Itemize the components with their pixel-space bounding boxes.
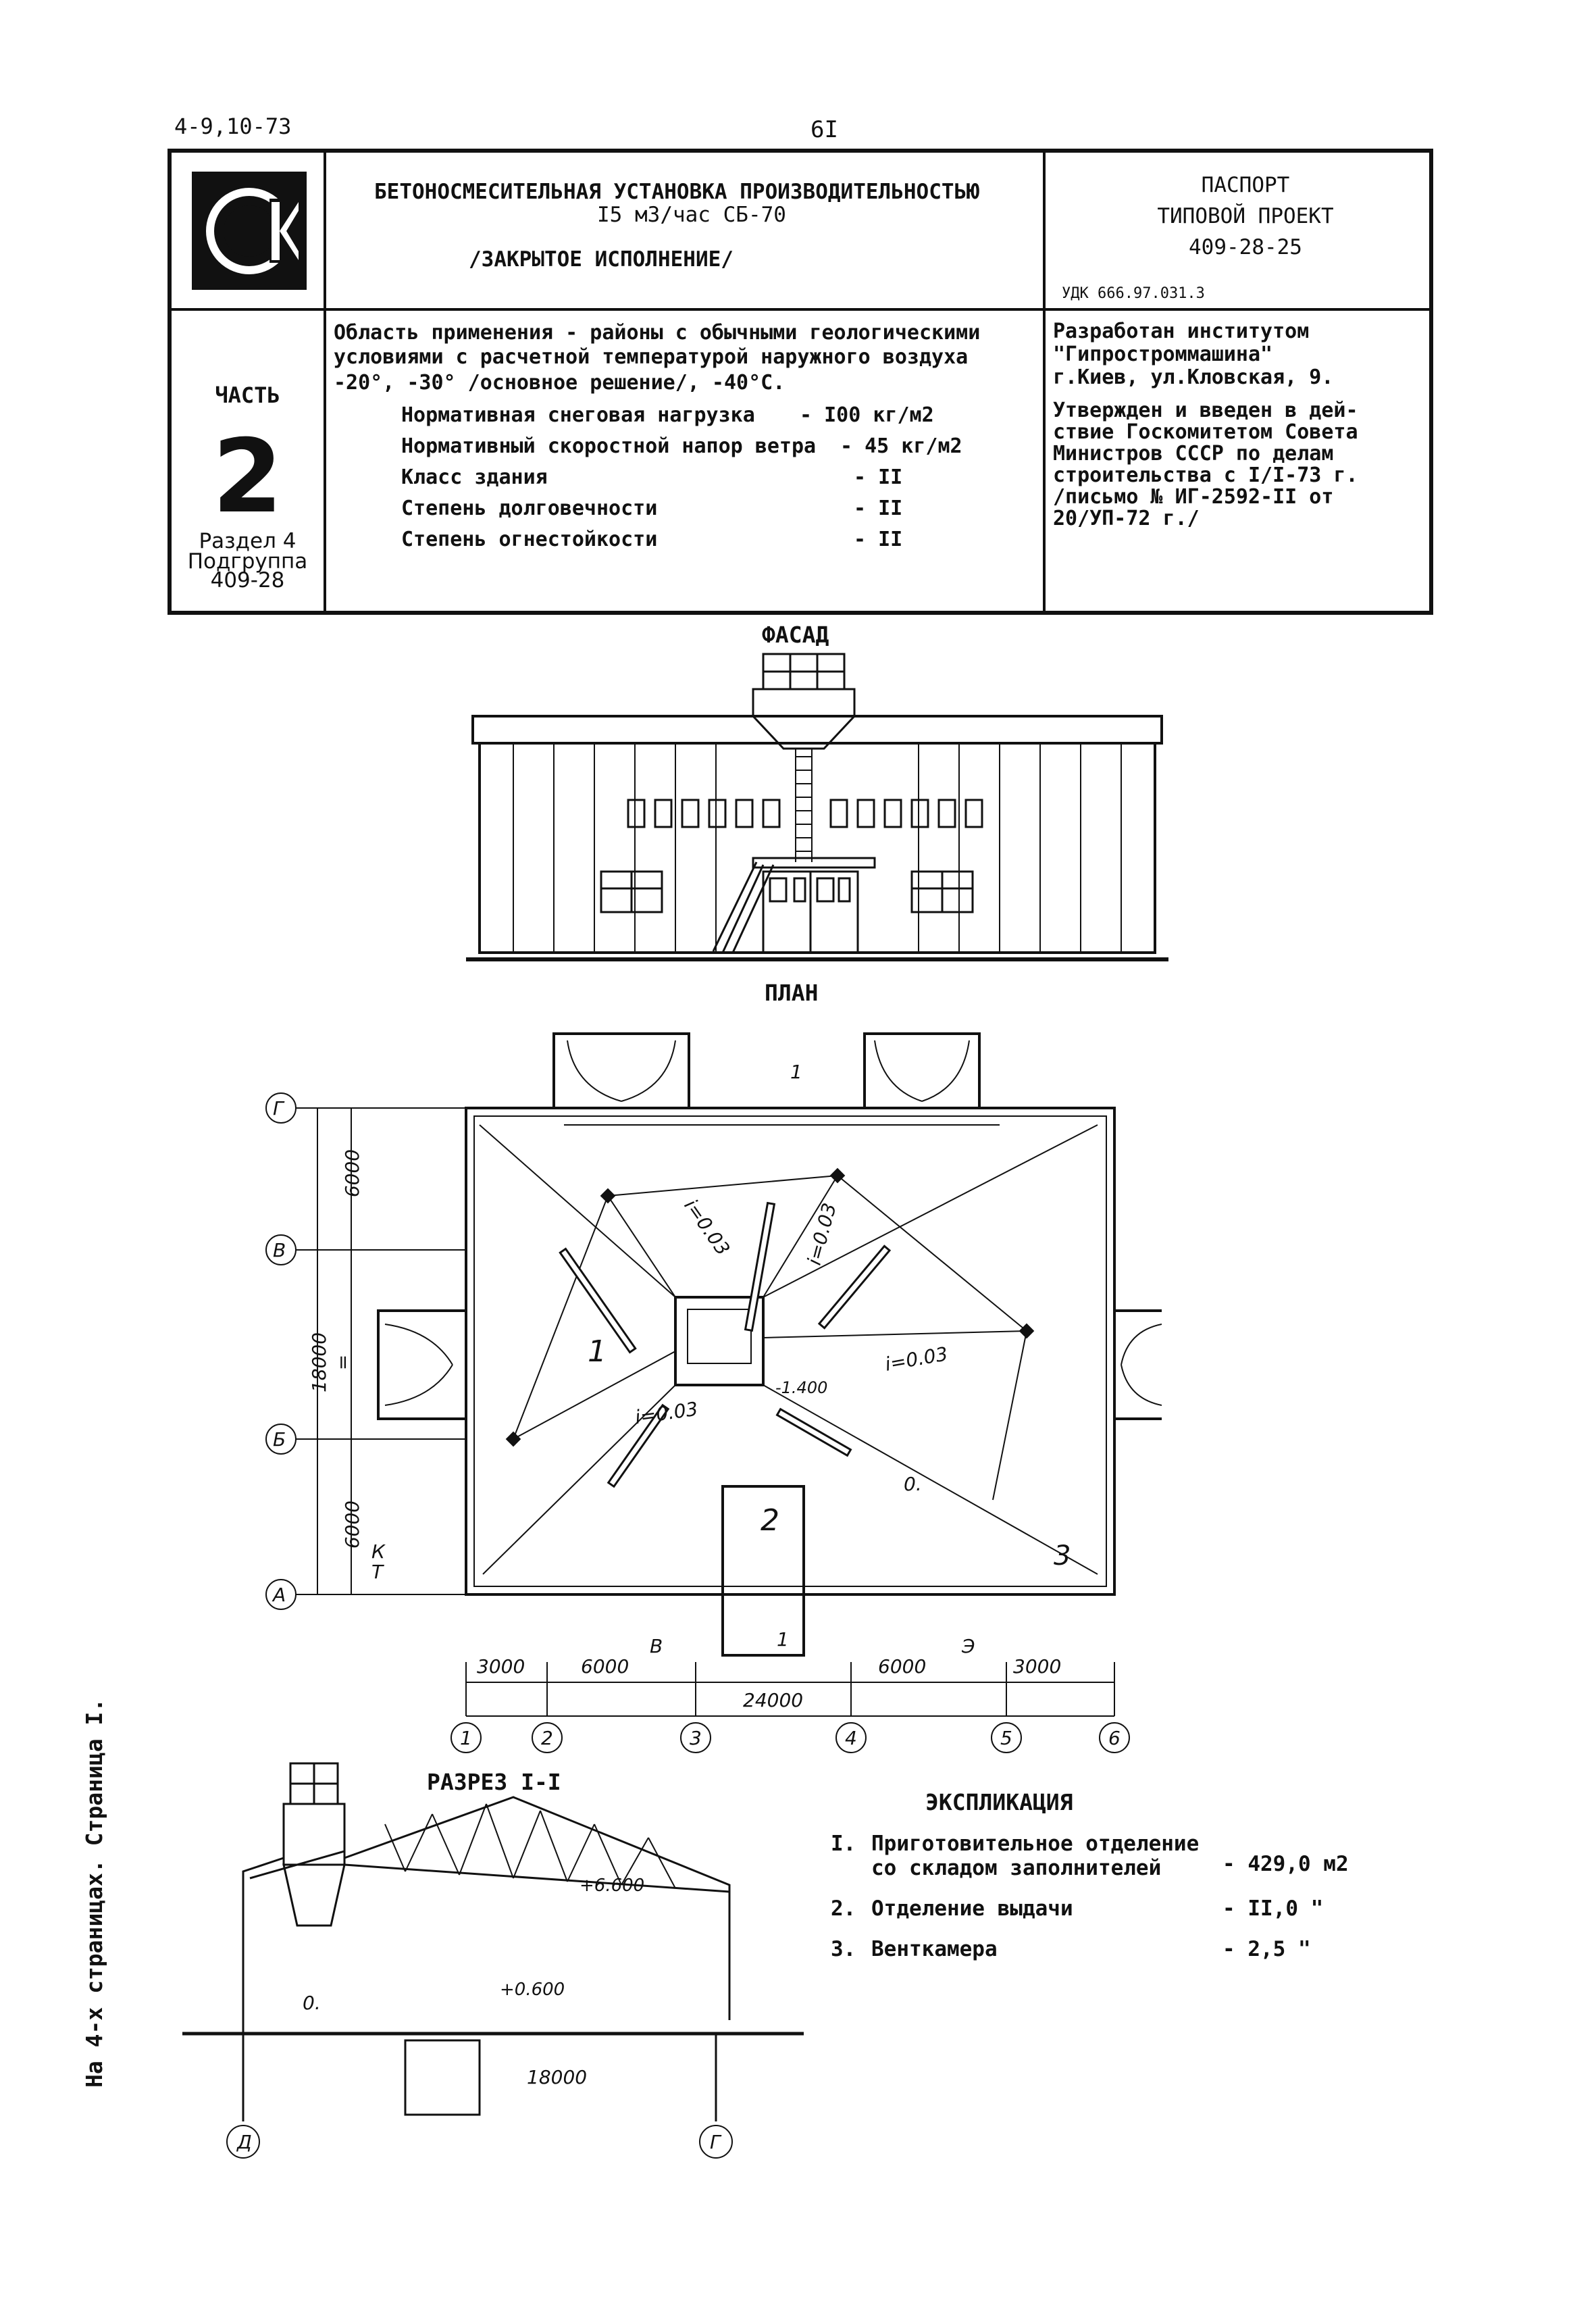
- grid-label: 5: [1000, 1727, 1012, 1749]
- developer-line: Разработан институтом: [1053, 320, 1310, 343]
- explication-value: - II,0 ": [1222, 1896, 1324, 1921]
- param-value: - II: [854, 497, 903, 520]
- explication-number: I.: [831, 1832, 856, 1856]
- document-number: 4-9,10-73: [174, 114, 292, 139]
- approval-line: /письмо № ИГ-2592-II от: [1053, 485, 1334, 509]
- grid-axis-g: [265, 1092, 297, 1124]
- explication-text: Приготовительное отделение: [871, 1832, 1200, 1856]
- page-number: 6I: [810, 116, 838, 143]
- level-mark: +6.600: [580, 1876, 645, 1896]
- grid-label: Б: [273, 1428, 286, 1451]
- arrow-letter: В: [650, 1635, 663, 1657]
- udk-code: УДК 666.97.031.3: [1062, 285, 1205, 302]
- subgroup-label: Подгруппа: [187, 549, 308, 574]
- grid-label: 3: [690, 1727, 702, 1749]
- section-mark: 1: [790, 1061, 802, 1083]
- project-number: 409-28-25: [1189, 235, 1302, 259]
- application-line: -20°, -30° /основное решение/, -40°С.: [334, 371, 786, 395]
- section-title: РАЗРЕЗ I-I: [427, 1769, 561, 1795]
- approval-line: строительства с I/I-73 г.: [1053, 463, 1358, 487]
- level-mark: +0.600: [500, 1980, 565, 2000]
- explication-text: со складом заполнителей: [871, 1856, 1162, 1880]
- dimension: 6000: [341, 1149, 364, 1198]
- section-drawing: [182, 1762, 804, 2159]
- kt-letter: К: [371, 1540, 385, 1563]
- dimension: 3000: [1013, 1655, 1062, 1678]
- application-line: Область применения - районы с обычными г…: [334, 321, 981, 345]
- param-label: Класс здания: [401, 466, 548, 489]
- dimension: 6000: [581, 1655, 629, 1678]
- grid-label: Г: [710, 2131, 721, 2153]
- grid-label: В: [273, 1239, 286, 1261]
- level-mark: 0.: [303, 1992, 321, 2014]
- dimension: 18000: [308, 1332, 331, 1393]
- developer-line: г.Киев, ул.Кловская, 9.: [1053, 366, 1334, 389]
- grid-label: Г: [273, 1097, 284, 1120]
- title-line-1: БЕТОНОСМЕСИТЕЛЬНАЯ УСТАНОВКА ПРОИЗВОДИТЕ…: [374, 180, 979, 204]
- title-stamp: БЕТОНОСМЕСИТЕЛЬНАЯ УСТАНОВКА ПРОИЗВОДИТЕ…: [168, 149, 1433, 615]
- room-number: 3: [1054, 1540, 1071, 1571]
- approval-line: Утвержден и введен в дей-: [1053, 399, 1358, 422]
- facade-drawing: [466, 653, 1168, 961]
- room-number: 1: [588, 1334, 607, 1369]
- developer-line: "Гипростроммашина": [1053, 343, 1273, 366]
- part-label: ЧАСТЬ: [215, 382, 280, 408]
- application-line: условиями с расчетной температурой наруж…: [334, 345, 969, 369]
- grid-label: А: [273, 1584, 286, 1606]
- param-label: Нормативная снеговая нагрузка: [401, 403, 755, 427]
- explication-title: ЭКСПЛИКАЦИЯ: [925, 1789, 1073, 1815]
- grid-label: 4: [845, 1727, 857, 1749]
- explication-text: Отделение выдачи: [871, 1896, 1073, 1921]
- facade-title: ФАСАД: [762, 622, 829, 648]
- param-value: - II: [854, 528, 903, 551]
- sk-logo-icon: [206, 188, 299, 274]
- explication-number: 2.: [831, 1896, 856, 1921]
- arrow-letter: Э: [962, 1635, 975, 1657]
- explication-value: - 429,0 м2: [1222, 1852, 1349, 1876]
- section-label: Раздел 4: [199, 529, 297, 553]
- param-label: Нормативный скоростной напор ветра: [401, 434, 817, 458]
- sk-logo: [192, 172, 307, 290]
- subgroup-number: 409-28: [210, 568, 285, 593]
- level-mark: 0.: [904, 1473, 922, 1495]
- room-number: 2: [761, 1503, 779, 1538]
- explication-value: - 2,5 ": [1222, 1937, 1311, 1961]
- kt-letter: Т: [371, 1561, 384, 1583]
- section-mark: 1: [777, 1628, 789, 1651]
- project-type: ТИПОВОЙ ПРОЕКТ: [1157, 204, 1334, 228]
- dimension: 3000: [477, 1655, 525, 1678]
- part-number: 2: [212, 418, 283, 536]
- grid-label: 6: [1108, 1727, 1121, 1749]
- passport-label: ПАСПОРТ: [1201, 173, 1290, 197]
- plan-drawing: [265, 1032, 1162, 1753]
- explication-text: Венткамера: [871, 1937, 998, 1961]
- param-label: Степень огнестойкости: [401, 528, 658, 551]
- dimension: 6000: [341, 1500, 364, 1549]
- plan-title: ПЛАН: [765, 980, 819, 1006]
- param-value: - II: [854, 466, 903, 489]
- title-line-3: /ЗАКРЫТОЕ ИСПОЛНЕНИЕ/: [469, 247, 733, 272]
- grid-label: 2: [541, 1727, 553, 1749]
- param-value: - 45 кг/м2: [840, 434, 962, 458]
- grid-label: Д: [237, 2131, 252, 2153]
- page-count-note: На 4-х страницах. Страница I.: [81, 1698, 107, 2088]
- param-value: - I00 кг/м2: [800, 403, 934, 427]
- level-mark: -1.400: [775, 1378, 828, 1397]
- dimension: 18000: [527, 2066, 588, 2088]
- dimension: 6000: [878, 1655, 927, 1678]
- approval-line: ствие Госкомитетом Совета: [1053, 420, 1358, 444]
- explication-number: 3.: [831, 1937, 856, 1961]
- dimension: =: [332, 1354, 355, 1371]
- param-label: Степень долговечности: [401, 497, 658, 520]
- grid-label: 1: [460, 1727, 472, 1749]
- approval-line: 20/УП-72 г./: [1053, 507, 1200, 530]
- dimension: 24000: [743, 1689, 804, 1711]
- approval-line: Министров СССР по делам: [1053, 442, 1334, 466]
- title-line-2: I5 м3/час СБ-70: [597, 203, 786, 227]
